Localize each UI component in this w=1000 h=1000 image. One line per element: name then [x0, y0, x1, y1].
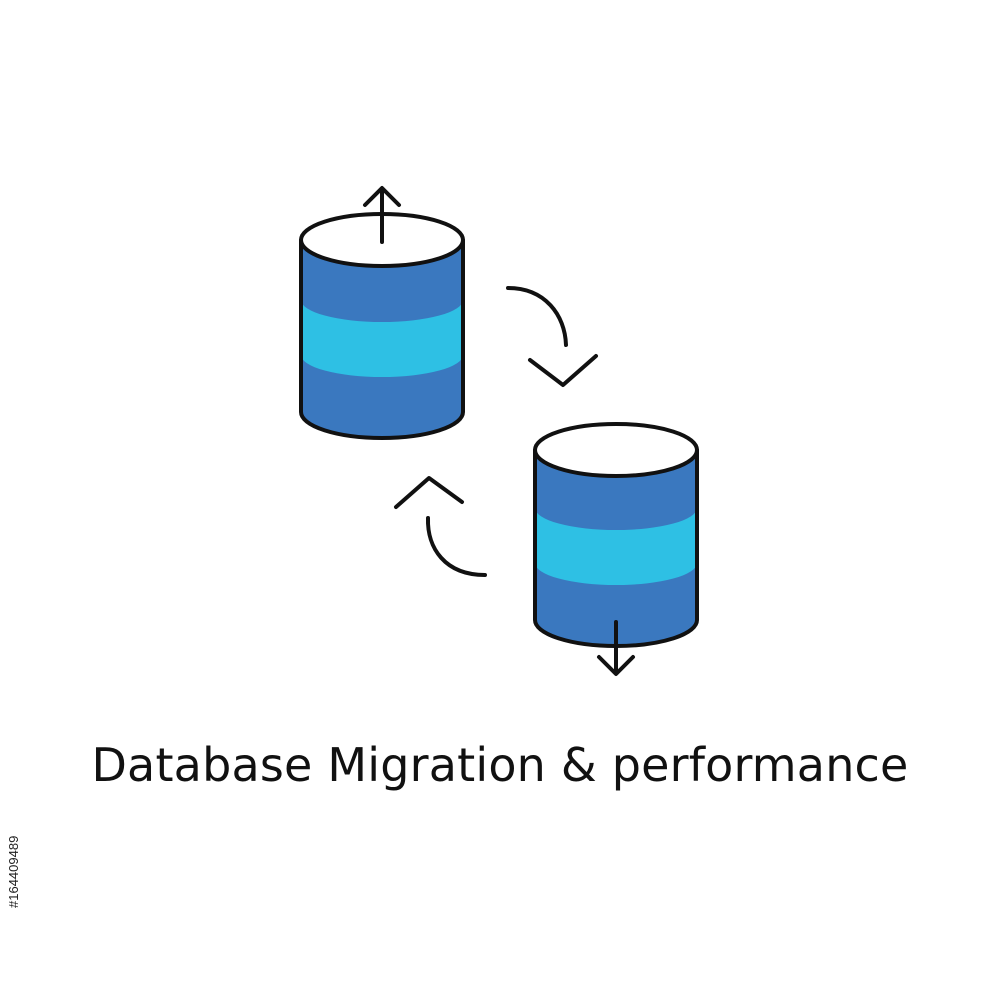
database-cylinder-icon-source	[299, 212, 465, 440]
caption-title: Database Migration & performance	[91, 738, 909, 792]
arrow-up-icon	[363, 186, 401, 244]
stock-id-watermark: #164409489	[6, 835, 21, 908]
database-cylinder-icon-target	[533, 422, 699, 648]
arrow-down-icon	[597, 620, 635, 676]
curved-arrow-icon-up	[394, 476, 487, 577]
curved-arrow-icon-down	[506, 286, 598, 387]
